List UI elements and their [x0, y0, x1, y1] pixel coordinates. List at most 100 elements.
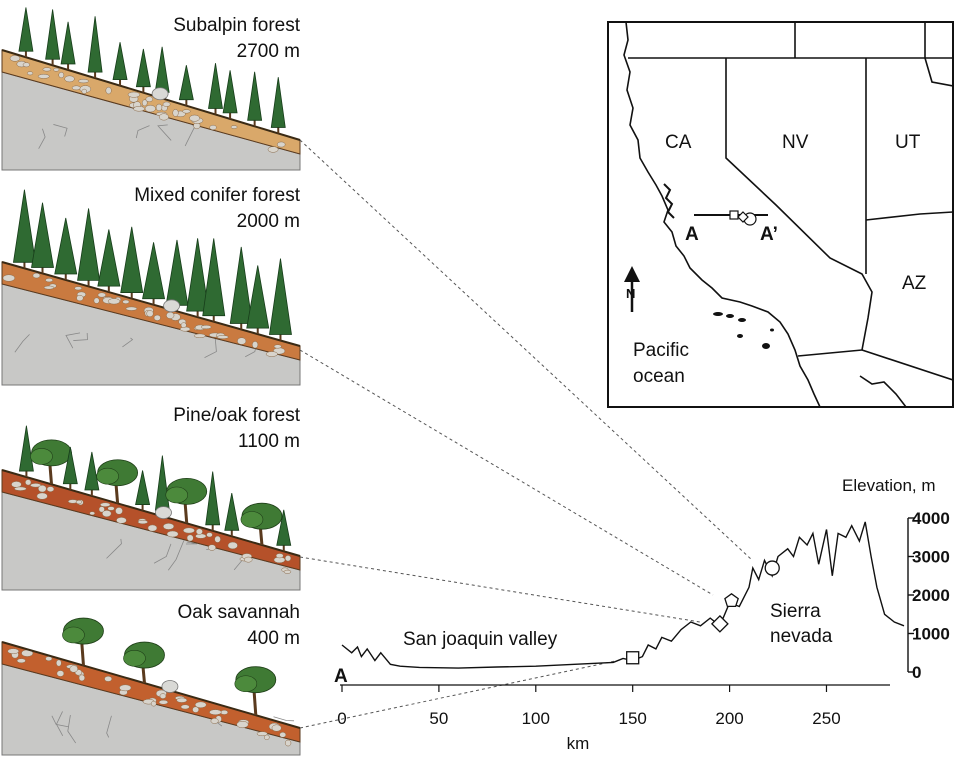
conifer-crown	[154, 46, 170, 93]
profile-start-label: A	[334, 666, 348, 687]
pebble	[220, 709, 229, 715]
pebble	[116, 517, 127, 524]
rock-crack	[122, 337, 134, 348]
oak-canopy	[165, 486, 189, 504]
rock-crack	[67, 715, 77, 744]
pebble	[36, 492, 48, 500]
pebble	[119, 684, 132, 692]
boulder	[161, 680, 179, 693]
pebble	[265, 351, 278, 357]
pebble	[78, 674, 86, 682]
map-inset: A A’ CA NV UT AZ Pacific ocean N	[607, 21, 954, 408]
conifer-crown	[246, 265, 270, 329]
pebble	[58, 71, 65, 79]
pebble	[11, 481, 22, 488]
pebble	[180, 322, 187, 328]
pebble	[46, 486, 55, 492]
rock-crack	[65, 332, 81, 349]
conifer-crown	[135, 48, 151, 88]
conifer-crown	[178, 65, 194, 101]
boulder	[163, 299, 180, 313]
panel-2-name: Mixed conifer forest	[134, 185, 301, 206]
map-frame	[607, 21, 954, 408]
rock-crack	[185, 541, 198, 545]
pebble	[74, 286, 83, 291]
x-tick-label-100: 100	[522, 709, 550, 728]
ground-surface	[1, 261, 301, 347]
pebble	[209, 124, 217, 131]
oak-canopy	[96, 467, 119, 485]
ground-surface	[1, 641, 301, 729]
pebble	[32, 272, 41, 279]
state-az-label: AZ	[902, 273, 927, 294]
pebble	[284, 555, 292, 562]
pebble	[125, 306, 138, 311]
y-tick-label-1000: 1000	[912, 625, 950, 644]
north-arrow-icon: N	[624, 266, 640, 312]
pebble	[27, 71, 34, 76]
connector-pineoak	[299, 556, 701, 623]
conifer-crown	[77, 208, 101, 281]
ocean-label-line1: Pacific	[633, 340, 689, 361]
pebble	[16, 658, 26, 664]
pebble	[279, 731, 287, 738]
pebble	[141, 99, 148, 107]
pebble	[153, 314, 161, 321]
pebble	[271, 724, 282, 732]
panel-3-name: Pine/oak forest	[173, 405, 300, 426]
pebble	[194, 701, 207, 709]
conifer-crown	[60, 21, 76, 65]
conifer-crown	[208, 63, 223, 109]
pebble	[236, 720, 249, 729]
state-nv-label: NV	[782, 132, 809, 153]
y-tick-label-3000: 3000	[912, 548, 950, 567]
pebble	[53, 67, 60, 72]
connector-conifer	[299, 349, 714, 596]
ca-nv-border	[725, 58, 873, 351]
pebble	[2, 274, 16, 282]
pebble	[283, 569, 292, 574]
conifer-crown	[154, 455, 170, 511]
pebble	[273, 344, 282, 349]
rock-crack	[135, 125, 150, 139]
pebble	[276, 141, 286, 148]
conifer-crown	[62, 446, 78, 485]
conifer-crown	[270, 77, 286, 128]
panel-3-illustration	[1, 425, 301, 591]
conifer-crown	[269, 258, 292, 335]
panel-4-name: Oak savannah	[177, 602, 300, 623]
x-tick-label-50: 50	[429, 709, 448, 728]
pebble	[107, 506, 115, 511]
conifer-crown	[276, 509, 292, 546]
pebble	[45, 278, 54, 283]
pebble	[89, 511, 96, 516]
pebble	[166, 530, 179, 538]
channel-islands	[713, 312, 774, 349]
pebble	[147, 524, 158, 532]
rock-crack	[38, 128, 46, 149]
pebble	[81, 88, 88, 94]
rock-crack	[14, 334, 30, 353]
y-axis-label: Elevation, m	[842, 476, 936, 495]
panel-4-illustration	[1, 617, 301, 756]
transect-start-label: A	[685, 224, 699, 245]
pebble	[267, 146, 279, 153]
panel-4-elevation: 400 m	[247, 628, 300, 649]
connector-lines	[299, 139, 753, 729]
conifer-crown	[186, 238, 210, 312]
pebble	[102, 510, 112, 518]
rock-crack	[167, 540, 185, 571]
panel-1-name: Subalpin forest	[173, 15, 300, 36]
pebble	[42, 67, 52, 72]
oak-canopy	[234, 675, 258, 693]
boulder	[151, 87, 169, 101]
pebble	[244, 556, 253, 563]
conifer-crown	[18, 425, 34, 472]
ut-az-border	[865, 211, 953, 221]
region-valley-label: San joaquin valley	[403, 629, 558, 650]
conifer-crown	[202, 238, 226, 317]
ground-surface	[1, 469, 301, 557]
rock-crack	[56, 711, 64, 737]
